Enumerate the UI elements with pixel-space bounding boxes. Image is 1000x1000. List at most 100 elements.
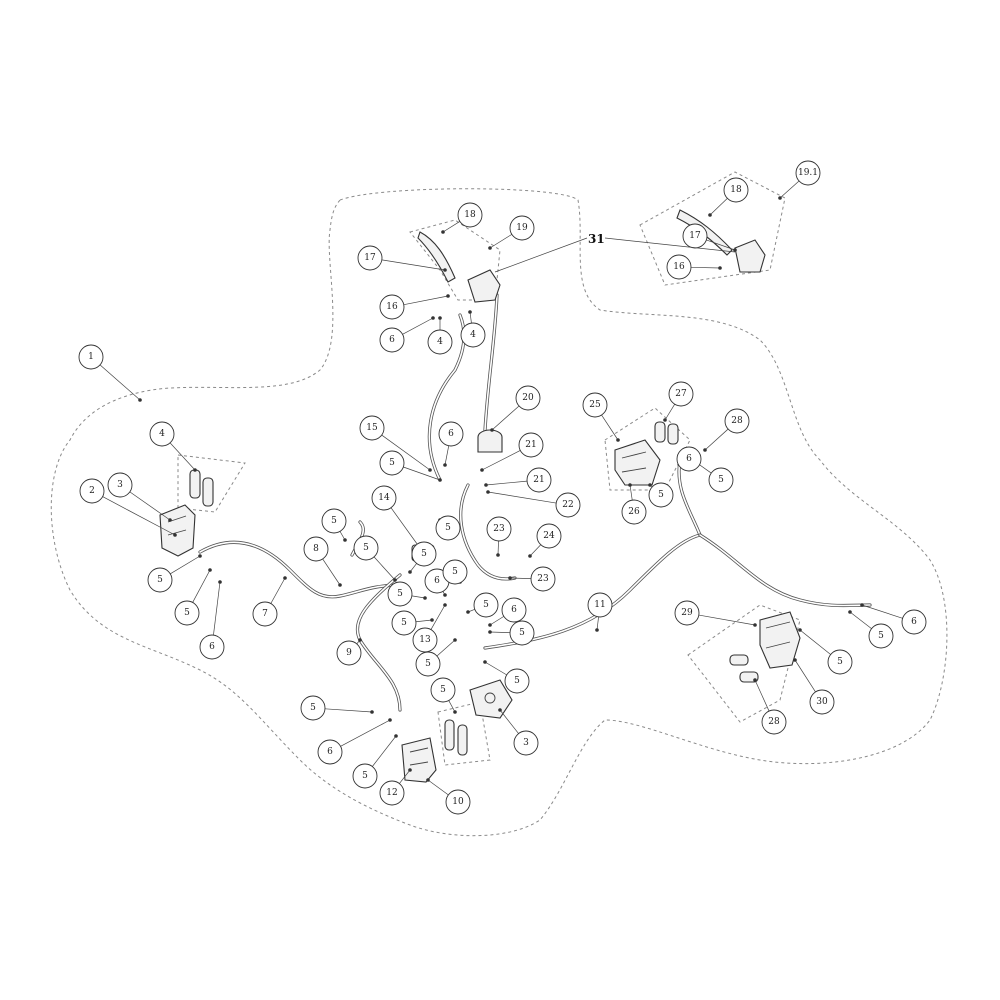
- callout-circle: [827, 649, 853, 675]
- leader-dot: [468, 310, 472, 314]
- leader-dot: [343, 538, 347, 542]
- leader-dot: [173, 533, 177, 537]
- leader-line: [390, 507, 421, 549]
- callout-15: 15: [359, 415, 385, 441]
- callout-number: 17: [689, 231, 701, 241]
- leader-dot: [793, 658, 797, 662]
- leader-line: [664, 404, 676, 421]
- leader-line: [491, 405, 520, 431]
- leader-dot: [753, 678, 757, 682]
- callout-circle: [317, 739, 343, 765]
- callout-5: 5: [868, 623, 894, 649]
- callout-number: 6: [511, 605, 517, 615]
- leader-line: [409, 563, 417, 573]
- callout-circle: [513, 730, 539, 756]
- callout-circle: [530, 566, 556, 592]
- callout-circle: [723, 177, 749, 203]
- callout-4: 4: [427, 329, 453, 355]
- leader-dot: [208, 568, 212, 572]
- callout-number: 5: [425, 659, 431, 669]
- callout-5: 5: [708, 467, 734, 493]
- leader-line: [861, 604, 903, 619]
- brake-pads-rear-lower: [729, 654, 759, 683]
- callout-18: 18: [457, 202, 483, 228]
- leader-line: [497, 540, 499, 556]
- leader-dot: [778, 196, 782, 200]
- leader-line: [601, 414, 619, 441]
- callout-3: 3: [513, 730, 539, 756]
- callout-number: 28: [731, 416, 743, 426]
- callout-5: 5: [430, 677, 456, 703]
- leader-dot: [408, 570, 412, 574]
- callout-number: 5: [397, 589, 403, 599]
- leader-dot: [430, 618, 434, 622]
- callout-number: 1: [88, 352, 94, 362]
- callout-14: 14: [371, 485, 397, 511]
- callout-number: 23: [493, 524, 505, 534]
- leader-dot: [438, 478, 442, 482]
- leader-dot: [168, 518, 172, 522]
- leader-line: [322, 558, 341, 586]
- leader-dot: [138, 398, 142, 402]
- callout-19: 19: [509, 215, 535, 241]
- callout-21: 21: [518, 432, 544, 458]
- callout-number: 12: [386, 788, 397, 798]
- callout-circle: [174, 600, 200, 626]
- leader-line: [849, 611, 872, 629]
- callout-circle: [357, 245, 383, 271]
- callout-number: 6: [434, 576, 440, 586]
- pad-kit-group-front-bottom: [437, 701, 491, 766]
- caliper-front-left: [159, 504, 196, 557]
- callout-circle: [587, 592, 613, 618]
- callout-21: 21: [526, 467, 552, 493]
- callout-circle: [300, 695, 326, 721]
- master-cylinder-group-alt: [639, 171, 786, 286]
- leader-dot: [848, 610, 852, 614]
- callout-number: 22: [562, 500, 573, 510]
- callout-3: 3: [107, 472, 133, 498]
- callout-circle: [303, 536, 329, 562]
- callout-number: 18: [464, 210, 476, 220]
- callout-number: 4: [437, 337, 443, 347]
- callout-1: 1: [78, 344, 104, 370]
- callout-10: 10: [445, 789, 471, 815]
- callout-6: 6: [901, 609, 927, 635]
- callout-5: 5: [391, 610, 417, 636]
- callout-number: 30: [816, 697, 828, 707]
- callout-circle: [379, 780, 405, 806]
- leader-line: [427, 779, 449, 796]
- leader-dot: [428, 468, 432, 472]
- caliper-group-rear-upper: [604, 407, 691, 491]
- leader-dot: [703, 448, 707, 452]
- leader-line: [698, 614, 756, 626]
- callout-circle: [761, 709, 787, 735]
- callout-5: 5: [147, 567, 173, 593]
- callout-circle: [199, 634, 225, 660]
- callout-6: 6: [317, 739, 343, 765]
- leader-dot: [443, 463, 447, 467]
- caliper-group-rear-lower: [687, 604, 801, 723]
- callout-18: 18: [723, 177, 749, 203]
- callout-number: 29: [681, 608, 693, 618]
- leader-dot: [466, 610, 470, 614]
- brake-pads-rear-upper: [654, 421, 679, 445]
- callout-number: 10: [452, 797, 464, 807]
- callout-number: 17: [364, 253, 376, 263]
- leader-dot: [388, 718, 392, 722]
- callout-number: 5: [184, 608, 190, 618]
- leader-dot: [490, 428, 494, 432]
- callout-26: 26: [621, 499, 647, 525]
- leader-line: [372, 735, 397, 767]
- leader-line: [99, 364, 141, 401]
- brake-pads-front-bottom: [444, 719, 468, 756]
- callout-number: 5: [718, 475, 724, 485]
- callout-circle: [371, 485, 397, 511]
- callout-number: 4: [470, 330, 476, 340]
- leader-line: [489, 234, 513, 249]
- callout-5: 5: [442, 559, 468, 585]
- leader-line: [596, 616, 599, 631]
- callout-5: 5: [648, 482, 674, 508]
- brake-pads-front-left: [189, 469, 214, 507]
- callout-circle: [438, 421, 464, 447]
- leader-line: [213, 581, 221, 636]
